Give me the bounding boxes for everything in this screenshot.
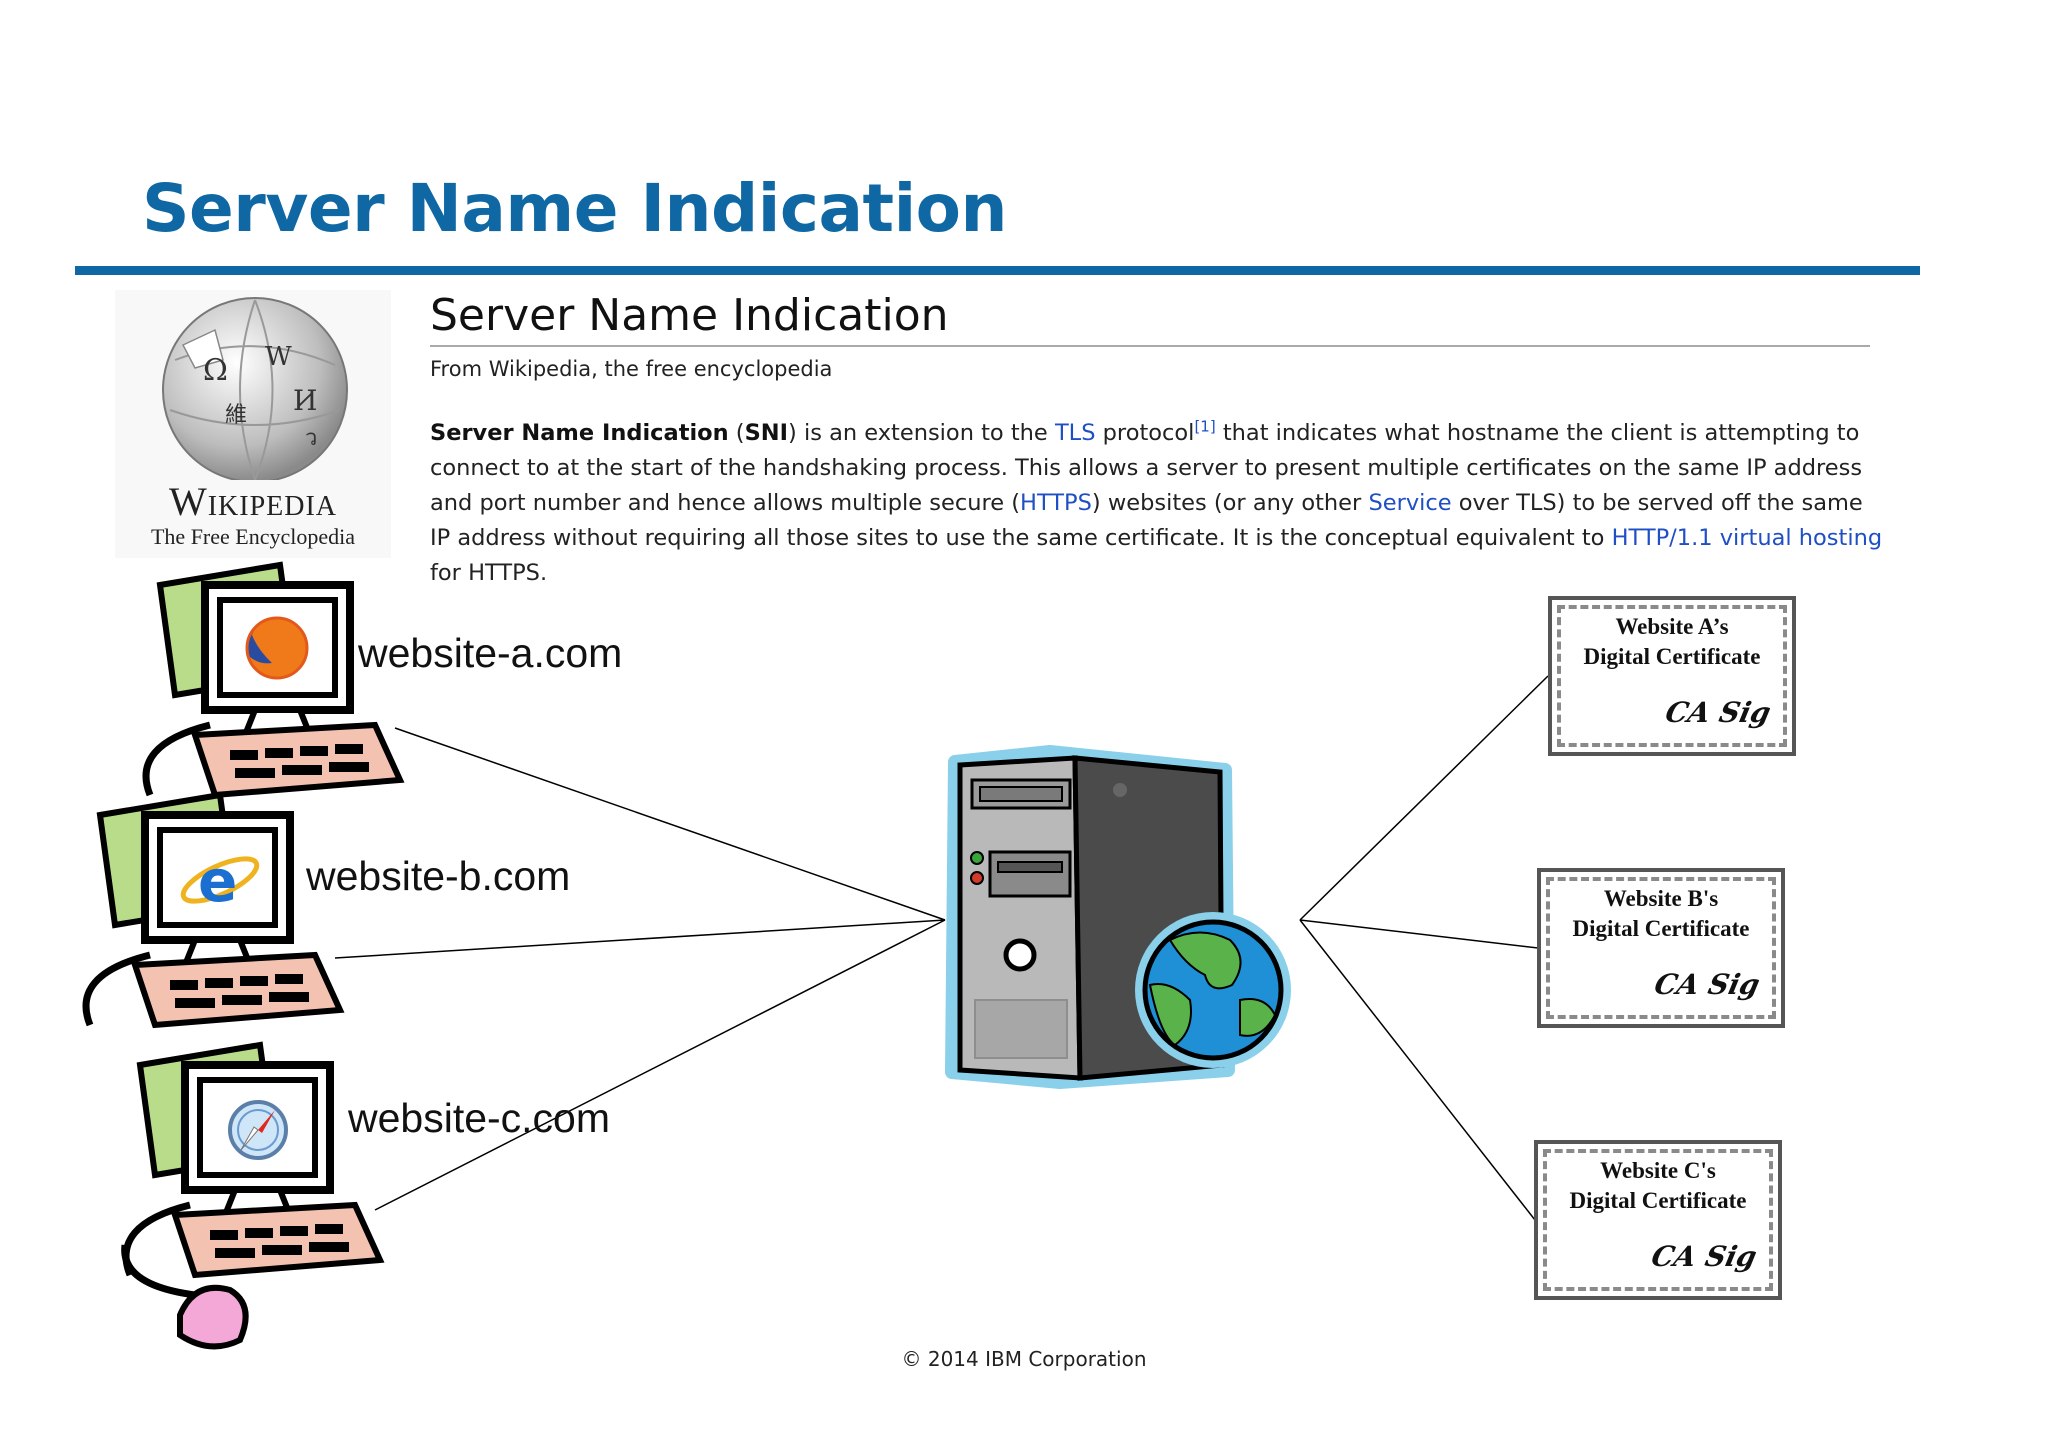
service-link[interactable]: Service — [1368, 490, 1452, 516]
cert-line-c — [1299, 919, 1536, 1221]
client-label-a: website-a.com — [358, 630, 623, 676]
certificate-border — [1546, 877, 1776, 1019]
certificate-type: Digital Certificate — [1583, 644, 1761, 669]
link-line-b — [334, 919, 946, 959]
wikipedia-tagline: The Free Encyclopedia — [150, 524, 355, 549]
wikipedia-globe-icon: Ω W И 維 ว — [162, 297, 348, 483]
copyright-footer: © 2014 IBM Corporation — [901, 1347, 1147, 1371]
abbr-open: ( — [728, 420, 745, 446]
svg-text:維: 維 — [225, 403, 247, 428]
tls-link[interactable]: TLS — [1054, 420, 1096, 446]
article-title-rule — [430, 345, 1870, 347]
abbr-bold: SNI — [744, 420, 789, 446]
slide-title: Server Name Indication — [142, 170, 1008, 247]
body-text-6: for HTTPS. — [430, 560, 548, 586]
certificate-name: Website A’s — [1615, 614, 1729, 639]
mouse-icon — [177, 1284, 249, 1350]
svg-text:W: W — [265, 342, 292, 372]
svg-text:ว: ว — [305, 426, 317, 451]
body-text-5: over TLS) to be served off the same IP a… — [430, 490, 1863, 551]
computer-a — [146, 565, 400, 795]
body-text-2: protocol — [1095, 420, 1195, 446]
certificate-type: Digital Certificate — [1569, 1188, 1747, 1213]
certificate-c: Website C's Digital Certificate CA Sig — [1534, 1140, 1782, 1300]
wikipedia-wordmark: Wikipedia — [168, 479, 338, 524]
computer-b: e — [86, 795, 340, 1025]
article-title: Server Name Indication — [430, 290, 949, 341]
computer-c — [121, 1045, 380, 1350]
firefox-icon — [245, 616, 309, 680]
certificate-name: Website B's — [1603, 886, 1719, 911]
svg-text:e: e — [198, 847, 237, 915]
certificate-type: Digital Certificate — [1572, 916, 1750, 941]
term-bold: Server Name Indication — [430, 420, 729, 446]
certificate-name: Website C's — [1600, 1158, 1716, 1183]
body-text-4: ) websites (or any other — [1091, 490, 1369, 516]
title-rule — [75, 266, 1920, 275]
svg-text:Ω: Ω — [203, 353, 228, 388]
ca-signature: CA Sig — [1648, 1240, 1760, 1273]
certificate-a: Website A’s Digital Certificate CA Sig — [1548, 596, 1796, 756]
body-text-3: that indicates what hostname the client … — [430, 420, 1863, 516]
article-subtitle: From Wikipedia, the free encyclopedia — [430, 357, 833, 381]
cert-line-b — [1299, 919, 1539, 949]
certificate-border — [1557, 605, 1787, 747]
server-with-globe-icon — [945, 745, 1291, 1089]
internet-explorer-icon: e — [180, 847, 260, 915]
ca-signature: CA Sig — [1662, 696, 1774, 729]
ca-signature: CA Sig — [1651, 968, 1763, 1001]
https-link[interactable]: HTTPS — [1020, 490, 1092, 516]
link-line-c — [374, 919, 946, 1211]
cert-line-a — [1299, 675, 1549, 921]
link-line-a — [394, 727, 946, 921]
certificate-b: Website B's Digital Certificate CA Sig — [1537, 868, 1785, 1028]
safari-icon — [228, 1100, 288, 1160]
body-text-1: ) is an extension to the — [788, 420, 1055, 446]
reference-link[interactable]: [1] — [1194, 417, 1216, 436]
article-body: Server Name Indication (SNI) is an exten… — [430, 416, 1885, 591]
certificate-border — [1543, 1149, 1773, 1291]
wikipedia-logo: Ω W И 維 ว Wikipedia The Free Encyclopedi… — [115, 290, 391, 558]
client-label-c: website-c.com — [348, 1095, 611, 1141]
virtual-hosting-link[interactable]: HTTP/1.1 virtual hosting — [1611, 525, 1883, 551]
client-label-b: website-b.com — [306, 853, 571, 899]
svg-text:И: И — [293, 384, 317, 417]
